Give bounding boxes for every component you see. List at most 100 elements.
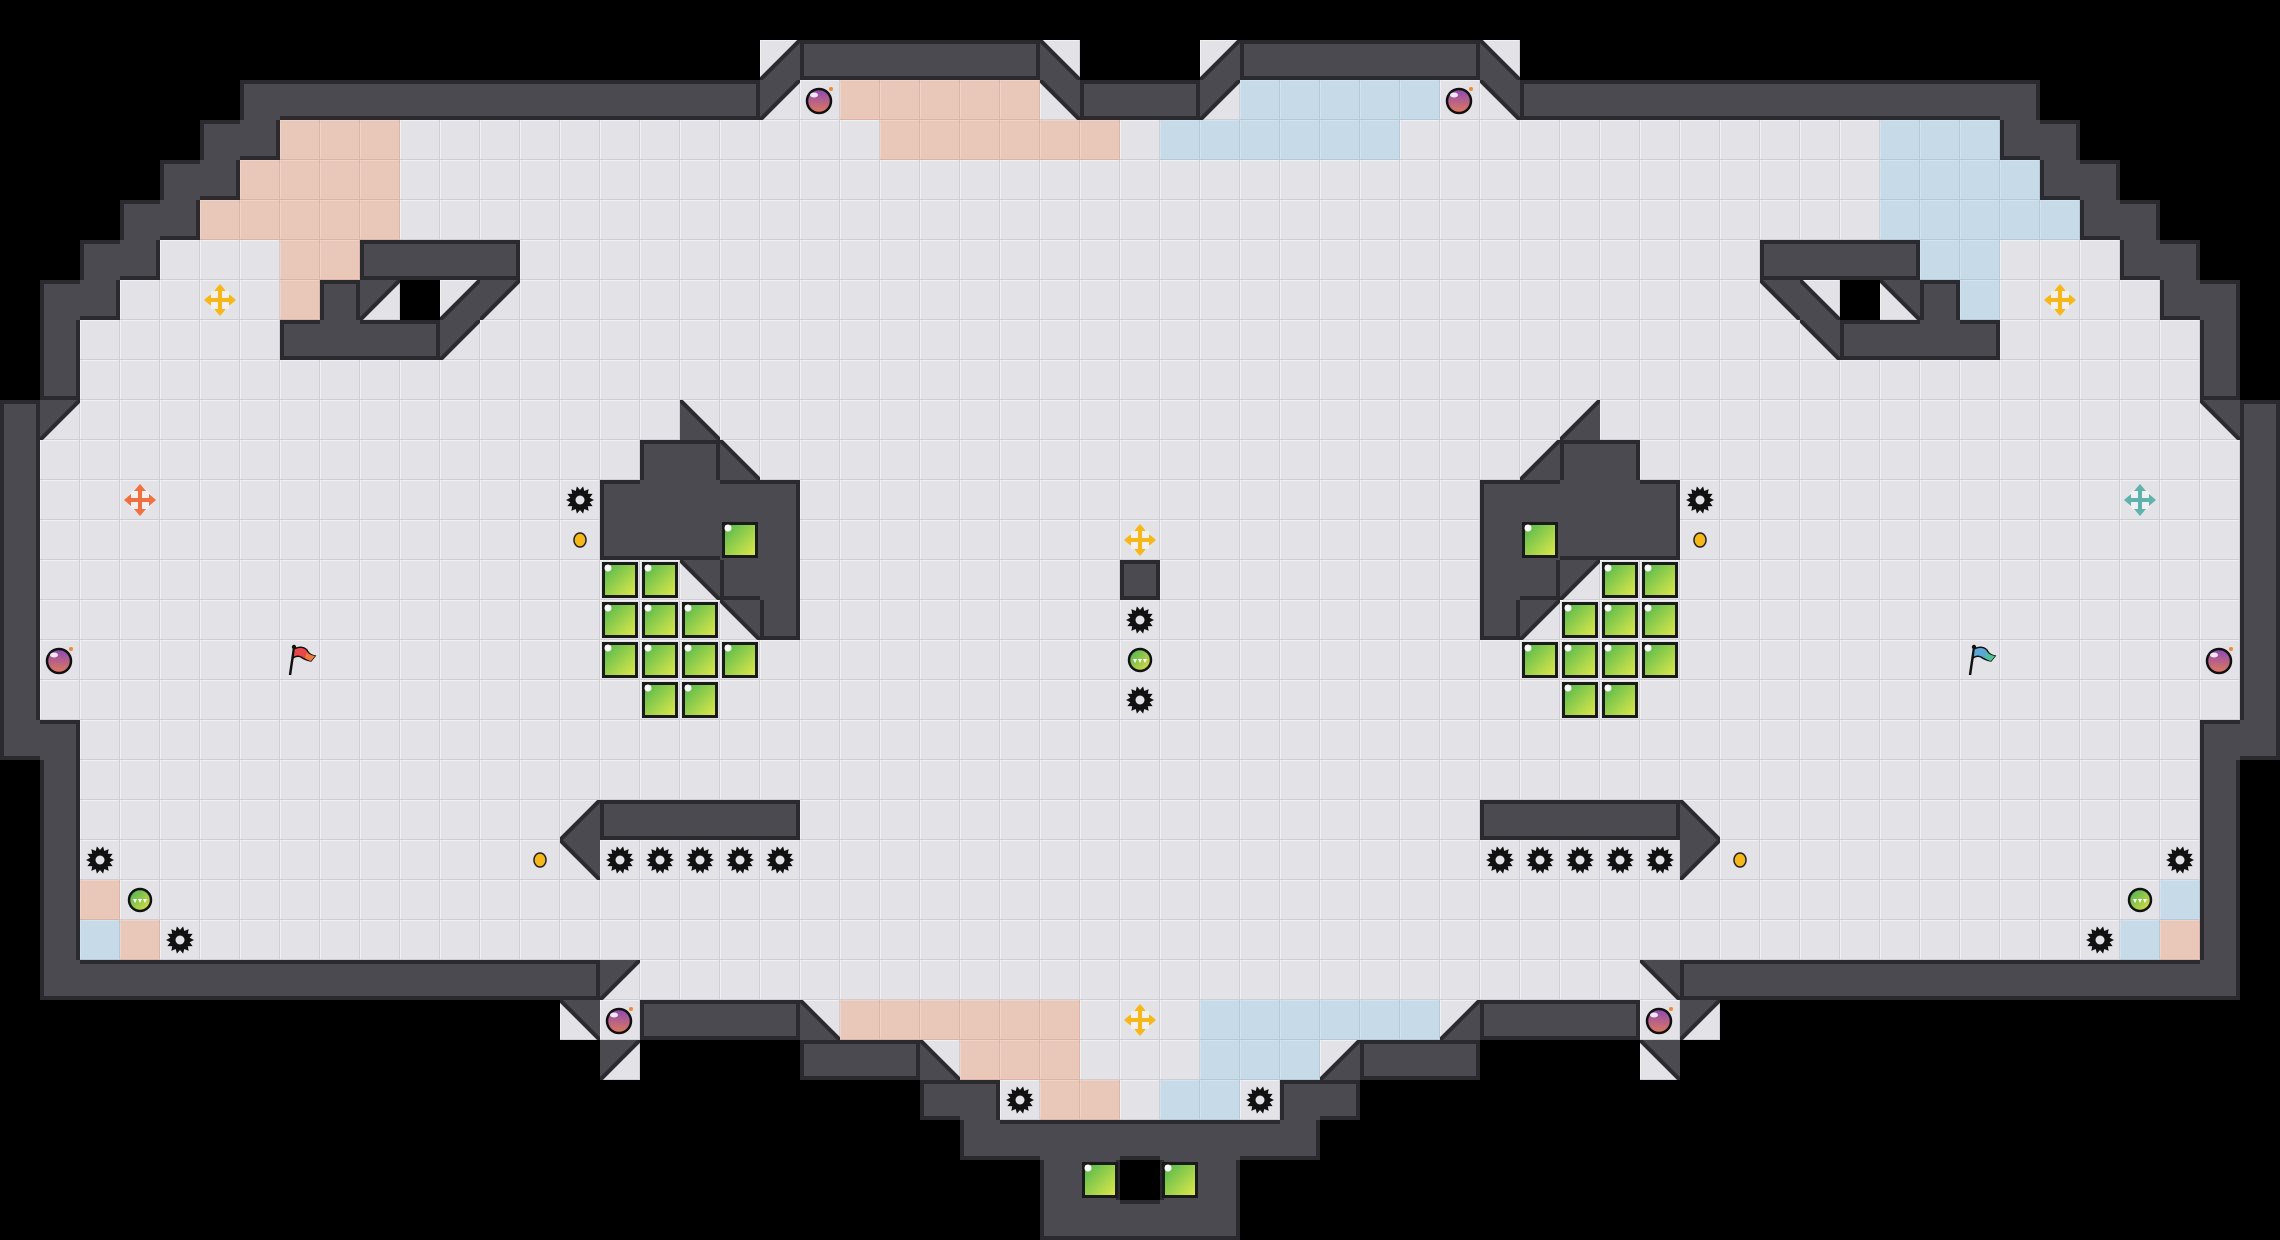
floor-tile [200,480,240,520]
spike-gear-icon [2160,840,2200,880]
floor-tile [840,440,880,480]
floor-tile [1520,920,1560,960]
floor-tile [1000,840,1040,880]
floor-tile [1360,840,1400,880]
floor-tile [1600,360,1640,400]
floor-tile [1360,440,1400,480]
floor-tile [1680,640,1720,680]
diagonal-wall-tile [1800,280,1840,320]
floor-tile [960,520,1000,560]
floor-tile [1920,440,1960,480]
floor-tile [960,920,1000,960]
wall-tile [1120,1120,1160,1160]
floor-tile [1880,840,1920,880]
blue-zone-tile [1160,1080,1200,1120]
wall-tile [280,960,320,1000]
floor-tile [1400,800,1440,840]
red-zone-tile [360,160,400,200]
floor-tile [1520,400,1560,440]
floor-tile [880,240,920,280]
floor-tile [280,360,320,400]
floor-tile [920,560,960,600]
floor-tile [1760,880,1800,920]
floor-tile [560,560,600,600]
floor-tile [1880,480,1920,520]
floor-tile [1760,680,1800,720]
floor-tile [1680,720,1720,760]
green-block-icon [1560,640,1600,680]
floor-tile [1200,200,1240,240]
floor-tile [1000,360,1040,400]
floor-tile [720,160,760,200]
floor-tile [1760,760,1800,800]
wall-tile [1560,80,1600,120]
wall-tile [1760,960,1800,1000]
floor-tile [1800,800,1840,840]
floor-tile [2080,360,2120,400]
floor-tile [1760,800,1800,840]
floor-tile [1840,560,1880,600]
floor-tile [440,120,480,160]
floor-tile [560,720,600,760]
floor-tile [280,480,320,520]
floor-tile [1200,880,1240,920]
floor-tile [360,480,400,520]
wall-tile [1840,960,1880,1000]
floor-tile [480,760,520,800]
floor-tile [1520,880,1560,920]
floor-tile [720,920,760,960]
floor-tile [1560,760,1600,800]
wall-tile [240,120,280,160]
floor-tile [1720,920,1760,960]
floor-tile [1160,600,1200,640]
floor-tile [560,600,600,640]
floor-tile [120,840,160,880]
blue-zone-tile [1280,1040,1320,1080]
red-zone-tile [320,120,360,160]
wall-tile [400,240,440,280]
floor-tile [1240,280,1280,320]
wall-tile [2080,200,2120,240]
floor-tile [1320,720,1360,760]
floor-tile [800,480,840,520]
spike-gear-icon [680,840,720,880]
wall-tile [1480,560,1520,600]
floor-tile [1040,360,1080,400]
floor-tile [640,720,680,760]
floor-tile [1720,320,1760,360]
floor-tile [1960,520,2000,560]
floor-tile [1760,640,1800,680]
wall-tile [640,800,680,840]
wall-tile [2240,560,2280,600]
wall-tile [1040,1160,1080,1200]
floor-tile [160,360,200,400]
floor-tile [440,560,480,600]
floor-tile [1880,520,1920,560]
floor-tile [1320,320,1360,360]
floor-tile [1440,560,1480,600]
floor-tile [1120,800,1160,840]
red-zone-tile [1040,1080,1080,1120]
floor-tile [2000,880,2040,920]
blue-zone-tile [1200,1040,1240,1080]
red-zone-tile [920,80,960,120]
floor-tile [920,840,960,880]
wall-tile [1880,320,1920,360]
floor-tile [1440,760,1480,800]
floor-tile [2160,560,2200,600]
floor-tile [1440,640,1480,680]
floor-tile [400,840,440,880]
floor-tile [1520,160,1560,200]
wall-tile [2120,240,2160,280]
blue-zone-tile [1960,280,2000,320]
floor-tile [1080,160,1120,200]
floor-tile [1040,840,1080,880]
wall-tile [1480,600,1520,640]
floor-tile [200,880,240,920]
floor-tile [1200,240,1240,280]
floor-tile [1800,360,1840,400]
wall-tile [640,480,680,520]
wall-tile [1960,80,2000,120]
floor-tile [1600,760,1640,800]
